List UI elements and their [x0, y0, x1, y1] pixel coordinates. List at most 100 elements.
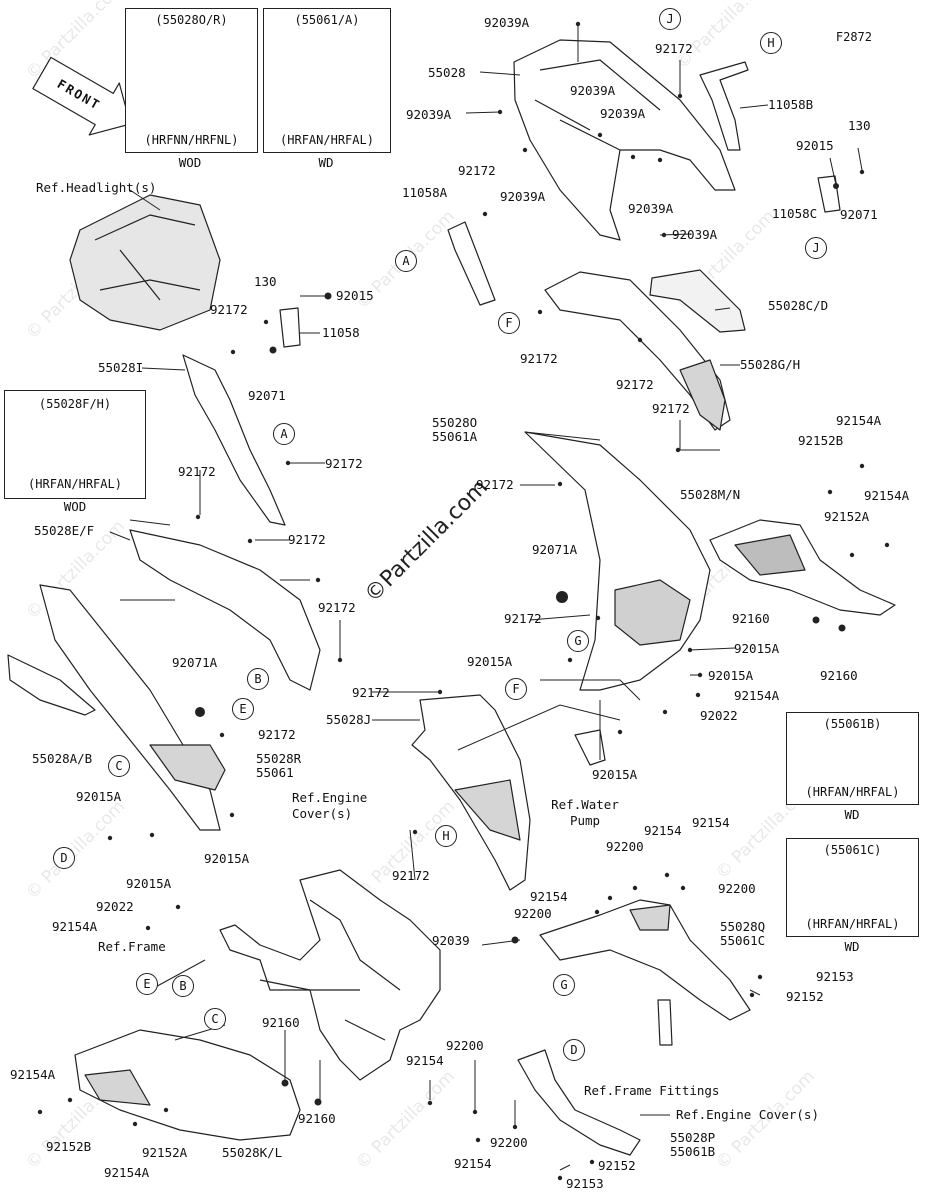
part-label: 92039A: [500, 189, 546, 204]
part-label: 92071: [248, 388, 286, 403]
variant-box-caption: WOD: [178, 155, 202, 170]
part-label: 130: [254, 274, 277, 289]
callout-g: G: [553, 974, 575, 996]
part-label: 92039: [432, 933, 470, 948]
part-label: 92172: [318, 600, 356, 615]
part-label: 92015A: [708, 668, 754, 683]
ref-engine-cover: Ref.Engine Cover(s): [676, 1107, 819, 1122]
part-label: 92154: [644, 823, 682, 838]
part-label: 92154A: [52, 919, 98, 934]
variant-box-55061B: (55061B) (HRFAN/HRFAL): [786, 712, 919, 805]
part-label: 55028: [428, 65, 466, 80]
part-label: 92039A: [484, 15, 530, 30]
variant-box-title: (55061B): [823, 717, 882, 731]
callout-h: H: [435, 825, 457, 847]
part-label: 55028J: [326, 712, 372, 727]
variant-box-caption: WD: [318, 155, 334, 170]
callout-f: F: [498, 312, 520, 334]
part-label: 92172: [520, 351, 558, 366]
part-label: 92154A: [104, 1165, 150, 1180]
callout-c: C: [108, 755, 130, 777]
variant-box-title: (55028O/R): [155, 13, 228, 27]
variant-box-subtitle: (HRFAN/HRFAL): [28, 477, 122, 491]
part-label: 92172: [210, 302, 248, 317]
part-label: 92152B: [46, 1139, 92, 1154]
variant-box-title: (55061C): [823, 843, 882, 857]
callout-b: B: [247, 668, 269, 690]
part-label: 92152A: [824, 509, 870, 524]
part-label: 92152A: [142, 1145, 188, 1160]
variant-box-title: (55028F/H): [38, 397, 112, 411]
part-label: 92039A: [570, 83, 616, 98]
part-label: 92152: [786, 989, 824, 1004]
ref-headlight: Ref.Headlight(s): [36, 180, 157, 195]
part-label: 11058C: [772, 206, 818, 221]
part-label: 92172: [476, 477, 514, 492]
part-label: 92039A: [406, 107, 452, 122]
callout-h: H: [760, 32, 782, 54]
part-label: 92153: [566, 1176, 604, 1191]
callout-f: F: [505, 678, 527, 700]
part-label: 55028Q 55061C: [720, 919, 766, 948]
part-label: 92160: [820, 668, 858, 683]
part-label: 92172: [288, 532, 326, 547]
part-label: 92200: [718, 881, 756, 896]
variant-box-caption: WD: [844, 939, 860, 954]
part-label: 92172: [652, 401, 690, 416]
variant-box-title: (55061/A): [294, 13, 360, 27]
part-label: 11058A: [402, 185, 448, 200]
part-label: 55028R 55061: [256, 751, 302, 780]
part-label: 92015A: [592, 767, 638, 782]
variant-box-55028O-R: (55028O/R) (HRFNN/HRFNL): [125, 8, 258, 153]
variant-box-55028F-H: (55028F/H) (HRFAN/HRFAL): [4, 390, 146, 499]
part-label: 92039A: [628, 201, 674, 216]
ref-frame: Ref.Frame: [98, 939, 166, 954]
part-label: 92154A: [864, 488, 910, 503]
part-label: 92152: [598, 1158, 636, 1173]
callout-d: D: [563, 1039, 585, 1061]
part-label: 92200: [446, 1038, 484, 1053]
part-label: 92172: [258, 727, 296, 742]
callout-j: J: [805, 237, 827, 259]
part-label: 92172: [504, 611, 542, 626]
part-label: 92154: [530, 889, 568, 904]
part-label: 92154: [406, 1053, 444, 1068]
callout-g: G: [567, 630, 589, 652]
part-label: 92153: [816, 969, 854, 984]
part-label: 92071A: [532, 542, 578, 557]
variant-box-55061-A: (55061/A) (HRFAN/HRFAL): [263, 8, 391, 153]
figure-code: F2872: [835, 30, 872, 44]
part-label: 92039A: [600, 106, 646, 121]
callout-a: A: [395, 250, 417, 272]
callout-e: E: [136, 973, 158, 995]
variant-box-55061C: (55061C) (HRFAN/HRFAL): [786, 838, 919, 937]
part-label: 55028A/B: [32, 751, 93, 766]
front-arrow-icon: [32, 56, 131, 136]
part-label: 92172: [392, 868, 430, 883]
part-label: 92160: [298, 1111, 336, 1126]
part-label: 92172: [325, 456, 363, 471]
variant-box-caption: WD: [844, 807, 860, 822]
ref-water-pump: Ref.Water Pump: [551, 797, 619, 828]
part-label: 92172: [352, 685, 390, 700]
variant-box-subtitle: (HRFAN/HRFAL): [280, 133, 374, 147]
part-label: 55028I: [98, 360, 144, 375]
part-label: 92200: [514, 906, 552, 921]
part-label: 92152B: [798, 433, 844, 448]
part-label: 92172: [616, 377, 654, 392]
part-label: 92015A: [76, 789, 122, 804]
callout-e: E: [232, 698, 254, 720]
part-label: 55028G/H: [740, 357, 801, 372]
part-label: 92200: [606, 839, 644, 854]
callout-d: D: [53, 847, 75, 869]
callout-j: J: [659, 8, 681, 30]
part-label: 92160: [732, 611, 770, 626]
part-label: 92172: [178, 464, 216, 479]
part-label: 92071A: [172, 655, 218, 670]
part-label: 92015A: [734, 641, 780, 656]
variant-box-subtitle: (HRFAN/HRFAL): [805, 785, 900, 799]
part-label: 92172: [655, 41, 693, 56]
part-label: 92154A: [10, 1067, 56, 1082]
part-label: 55028K/L: [222, 1145, 283, 1160]
